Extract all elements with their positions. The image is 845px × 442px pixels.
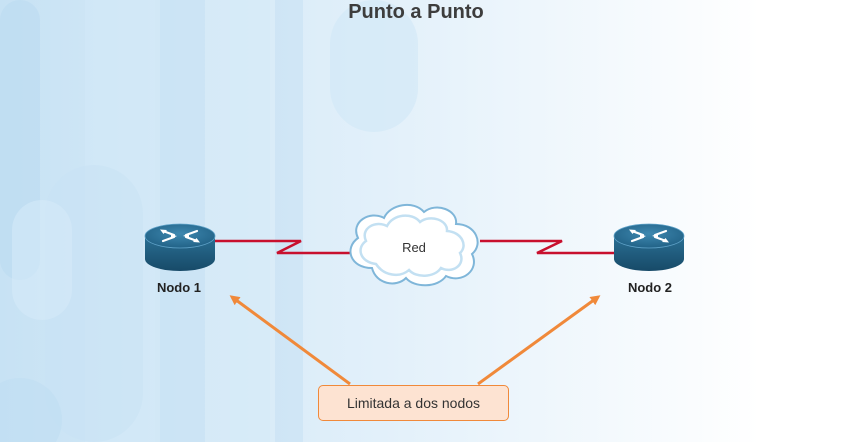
router-icon — [144, 223, 216, 271]
node1-label: Nodo 1 — [157, 280, 201, 295]
page-title: Punto a Punto — [348, 1, 484, 23]
router-icon — [613, 223, 685, 271]
arrow-icon — [229, 295, 351, 386]
arrow-icon — [477, 295, 601, 386]
cloud-icon — [349, 203, 479, 287]
node2-label: Nodo 2 — [628, 280, 672, 295]
callout-box: Limitada a dos nodos — [318, 385, 509, 421]
serial-link-right — [480, 239, 616, 255]
serial-link-left — [213, 239, 350, 255]
cloud-label: Red — [402, 240, 426, 255]
